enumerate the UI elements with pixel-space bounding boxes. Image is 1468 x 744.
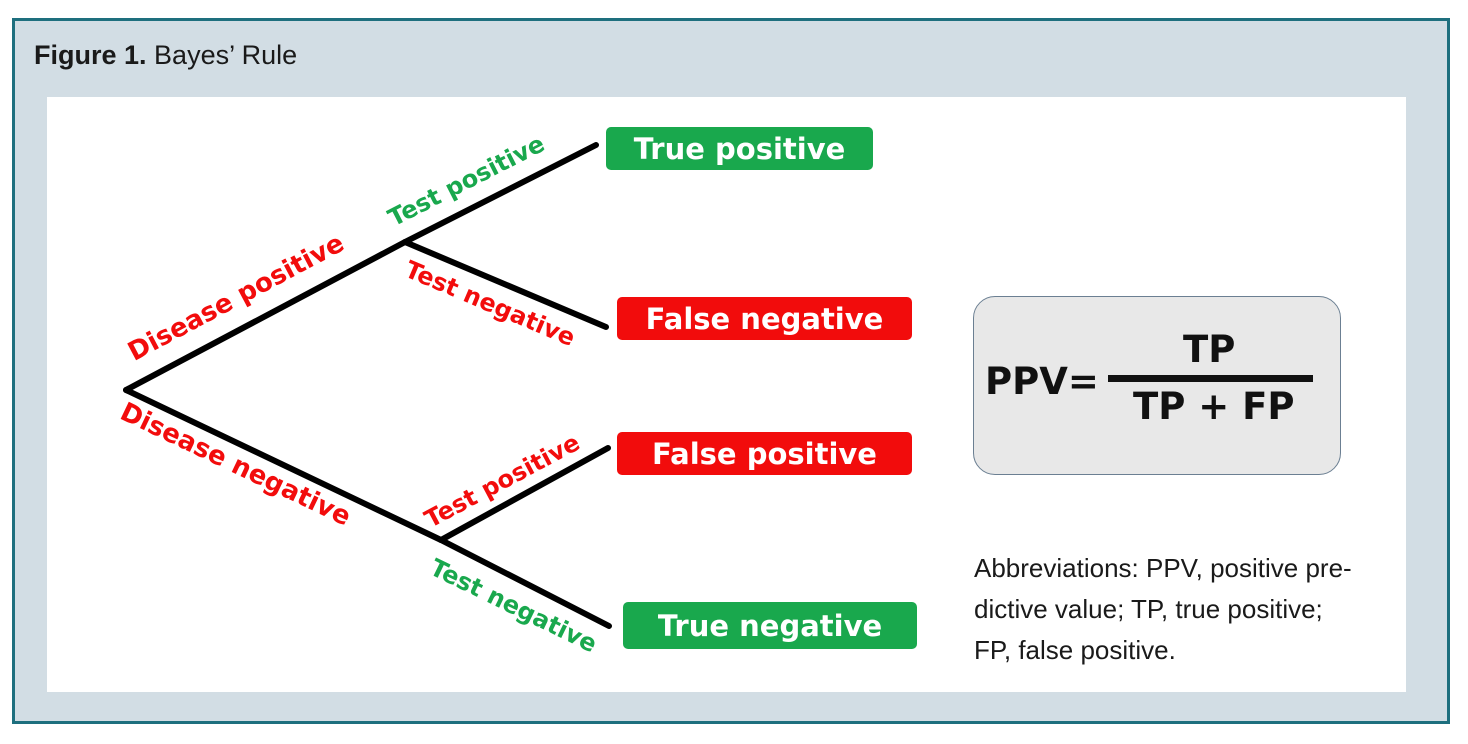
outcome-false-positive: False positive	[617, 432, 912, 475]
ppv-formula-box	[973, 296, 1341, 475]
formula-lhs: PPV=	[985, 360, 1099, 403]
branch-upper-test-negative	[402, 239, 609, 330]
branch-lower-test-negative	[438, 537, 612, 629]
branch-upper-test-positive	[402, 142, 599, 245]
branch-lower-test-positive	[438, 445, 611, 543]
formula-numerator: TP	[1183, 328, 1236, 371]
formula-denominator: TP + FP	[1133, 385, 1295, 428]
outcome-true-negative-label: True negative	[657, 608, 883, 643]
label-disease-negative: Disease negative	[115, 397, 355, 532]
outcome-true-negative: True negative	[623, 602, 917, 649]
figure-label: Figure 1.	[34, 40, 147, 70]
abbreviations-note: Abbreviations: PPV, positive pre- dictiv…	[974, 548, 1394, 671]
outcome-false-negative-label: False negative	[645, 301, 884, 336]
figure-title: Figure 1. Bayes’ Rule	[34, 40, 297, 71]
abbreviations-line-2: dictive value; TP, true positive;	[974, 594, 1323, 624]
outcome-true-positive-label: True positive	[633, 131, 846, 166]
label-disease-positive: Disease positive	[123, 228, 349, 367]
outcome-true-positive: True positive	[606, 127, 873, 170]
fraction-bar	[1108, 375, 1313, 382]
outcome-false-positive-label: False positive	[652, 436, 877, 471]
abbreviations-line-1: Abbreviations: PPV, positive pre-	[974, 553, 1352, 583]
abbreviations-line-3: FP, false positive.	[974, 635, 1176, 665]
branch-disease-positive	[123, 239, 408, 393]
branch-disease-negative	[123, 387, 444, 543]
label-lower-test-positive: Test positive	[420, 428, 584, 533]
figure-title-text: Bayes’ Rule	[154, 40, 298, 70]
outcome-false-negative: False negative	[617, 297, 912, 340]
